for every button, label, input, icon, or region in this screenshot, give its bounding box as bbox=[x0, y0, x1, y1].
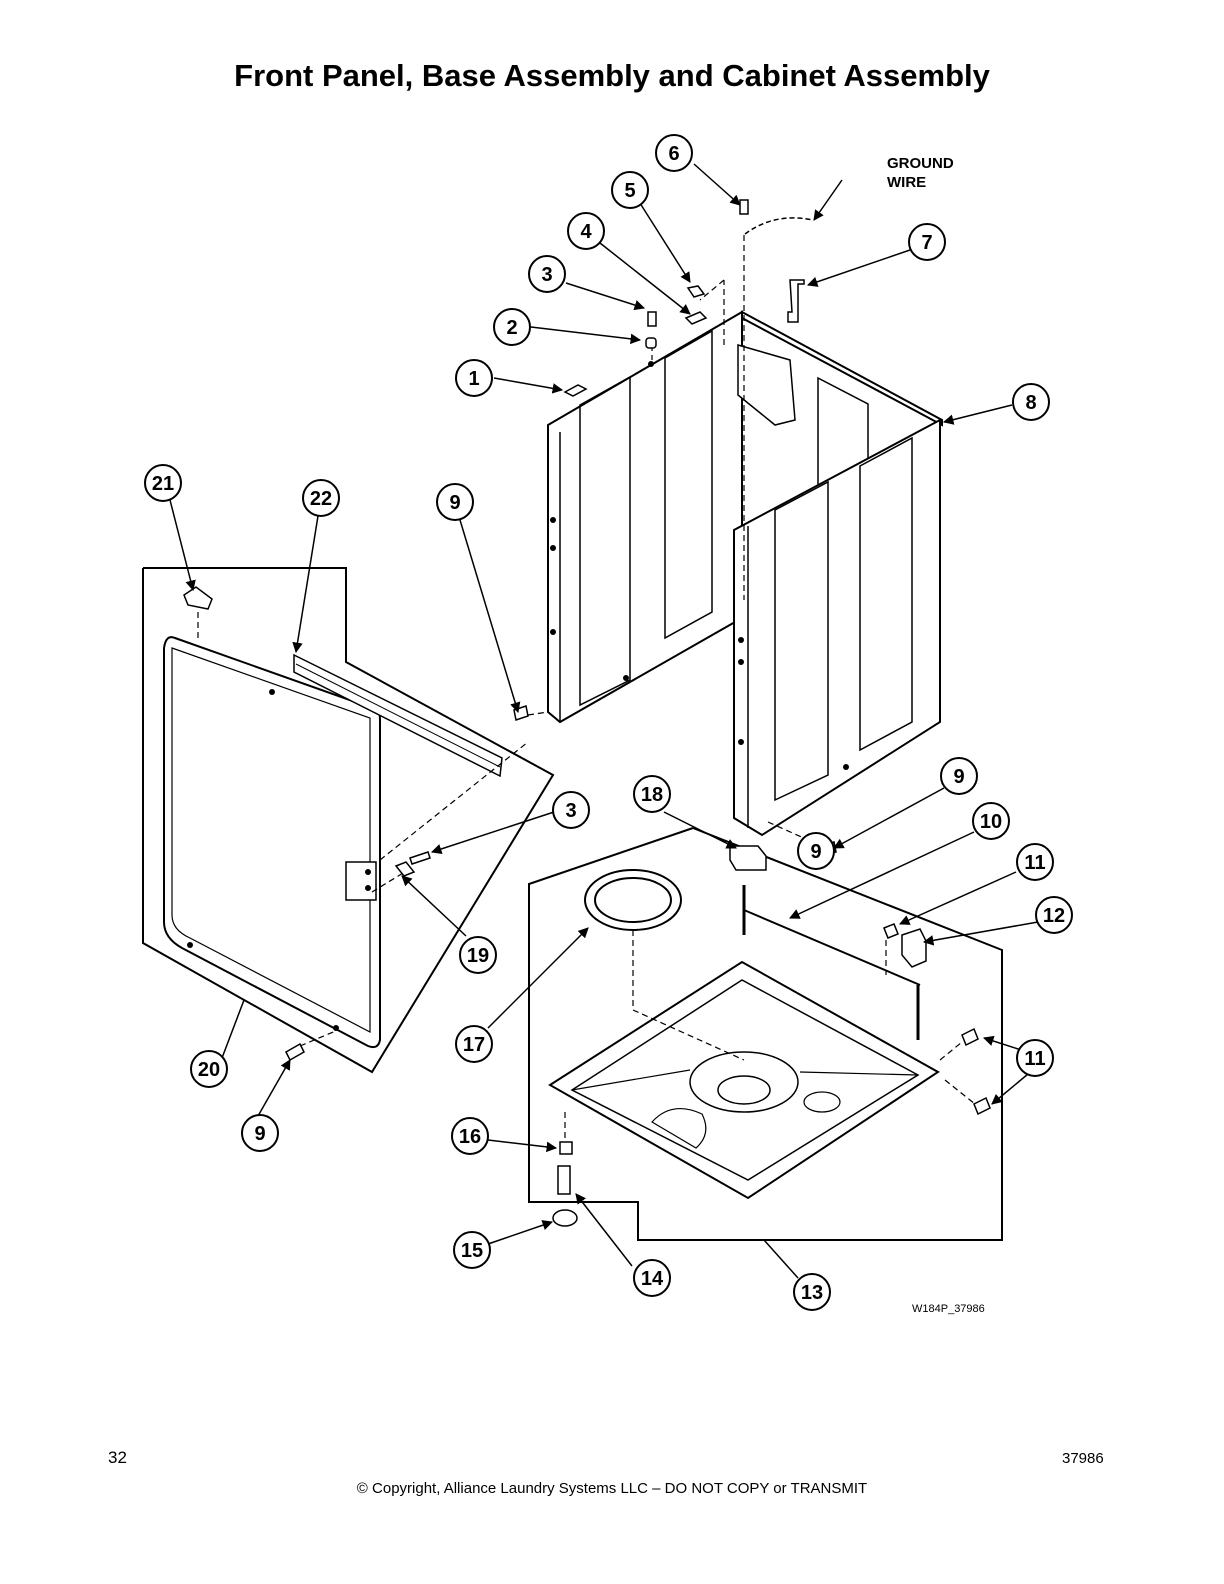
callout-label: 12 bbox=[1043, 905, 1065, 927]
callout-21: 21 bbox=[144, 464, 182, 502]
callout-label: 22 bbox=[310, 488, 332, 510]
part-14-leg bbox=[557, 1165, 571, 1195]
page-title: Front Panel, Base Assembly and Cabinet A… bbox=[234, 58, 990, 93]
callout-11: 11 bbox=[1016, 843, 1054, 881]
cabinet-hardware bbox=[563, 199, 814, 397]
callout-label: 9 bbox=[449, 492, 460, 514]
callout-13: 13 bbox=[793, 1273, 831, 1311]
callout-label: 18 bbox=[641, 784, 663, 806]
part-1-clip bbox=[563, 384, 588, 397]
callout-label: 9 bbox=[810, 841, 821, 863]
callout-20: 20 bbox=[190, 1050, 228, 1088]
part-2-nut bbox=[645, 337, 657, 349]
callout-18: 18 bbox=[633, 775, 671, 813]
callout-label: 4 bbox=[580, 221, 592, 243]
callout-label: 19 bbox=[467, 945, 489, 967]
callout-2: 2 bbox=[493, 308, 531, 346]
part-9-screw-bottom bbox=[285, 1042, 305, 1062]
part-19-bushing bbox=[394, 861, 416, 877]
part-11-screw-a bbox=[883, 923, 899, 939]
callout-9: 9 bbox=[436, 483, 474, 521]
callout-label: 21 bbox=[152, 473, 174, 495]
part-3-screw bbox=[647, 311, 657, 327]
callout-group: 6 bbox=[655, 134, 693, 172]
callout-label: 8 bbox=[1025, 392, 1036, 414]
part-15-pad bbox=[552, 1209, 578, 1227]
callout-7: 7 bbox=[908, 223, 946, 261]
callout-label: 3 bbox=[541, 264, 552, 286]
part-6-screw bbox=[739, 199, 749, 215]
callout-5: 5 bbox=[611, 171, 649, 209]
part-11-screw-b bbox=[961, 1027, 979, 1047]
callout-9: 9 bbox=[797, 832, 835, 870]
part-4-clip bbox=[684, 311, 708, 325]
page-number: 32 bbox=[108, 1448, 127, 1467]
ground-wire-label: GROUND bbox=[887, 155, 954, 172]
front-panel-assembly bbox=[142, 567, 555, 1074]
callout-label: 14 bbox=[641, 1268, 664, 1290]
callout-label: 7 bbox=[921, 232, 932, 254]
part-7-bracket bbox=[787, 279, 805, 323]
callout-14: 14 bbox=[633, 1259, 671, 1297]
callout-11: 11 bbox=[1016, 1039, 1054, 1077]
part-16-nut bbox=[559, 1141, 573, 1155]
cabinet-assembly bbox=[527, 235, 943, 849]
callout-label: 20 bbox=[198, 1059, 220, 1081]
callout-17: 17 bbox=[455, 1025, 493, 1063]
document-number: 37986 bbox=[1062, 1450, 1104, 1467]
callout-label: 13 bbox=[801, 1282, 823, 1304]
callout-8: 8 bbox=[1012, 383, 1050, 421]
callout-label: 2 bbox=[506, 317, 517, 339]
callout-22: 22 bbox=[302, 479, 340, 517]
callout-16: 16 bbox=[451, 1117, 489, 1155]
callout-19: 19 bbox=[459, 936, 497, 974]
ground-wire bbox=[744, 217, 814, 235]
part-3-screw-lower bbox=[409, 851, 431, 865]
ground-wire-label-line2: WIRE bbox=[887, 174, 926, 191]
callout-label: 3 bbox=[565, 800, 576, 822]
callout-label: 10 bbox=[980, 811, 1002, 833]
svg-text:6: 6 bbox=[668, 143, 679, 165]
callout-3: 3 bbox=[552, 791, 590, 829]
callout-label: 9 bbox=[953, 766, 964, 788]
callout-6: 6 bbox=[655, 134, 693, 172]
callout-label: 5 bbox=[624, 180, 635, 202]
callout-label: 11 bbox=[1024, 852, 1045, 874]
callout-label: 11 bbox=[1024, 1048, 1045, 1070]
base-assembly bbox=[528, 827, 1003, 1241]
callout-10: 10 bbox=[972, 802, 1010, 840]
part-11-screw-c bbox=[973, 1096, 991, 1116]
bracket-leaders bbox=[221, 999, 799, 1279]
callout-label: 16 bbox=[459, 1126, 481, 1148]
callout-12: 12 bbox=[1035, 896, 1073, 934]
callout-label: 1 bbox=[468, 368, 479, 390]
figure-id: W184P_37986 bbox=[912, 1303, 985, 1315]
callout-4: 4 bbox=[567, 212, 605, 250]
leader-lines bbox=[169, 163, 1041, 1267]
callout-9: 9 bbox=[940, 757, 978, 795]
callout-15: 15 bbox=[453, 1231, 491, 1269]
callout-label: 15 bbox=[461, 1240, 483, 1262]
callout-3: 3 bbox=[528, 255, 566, 293]
callout-1: 1 bbox=[455, 359, 493, 397]
callout-label: 9 bbox=[254, 1123, 265, 1145]
callout-label: 17 bbox=[463, 1034, 485, 1056]
part-5-screw bbox=[686, 285, 706, 298]
copyright-notice: © Copyright, Alliance Laundry Systems LL… bbox=[356, 1480, 868, 1497]
callout-9: 9 bbox=[241, 1114, 279, 1152]
